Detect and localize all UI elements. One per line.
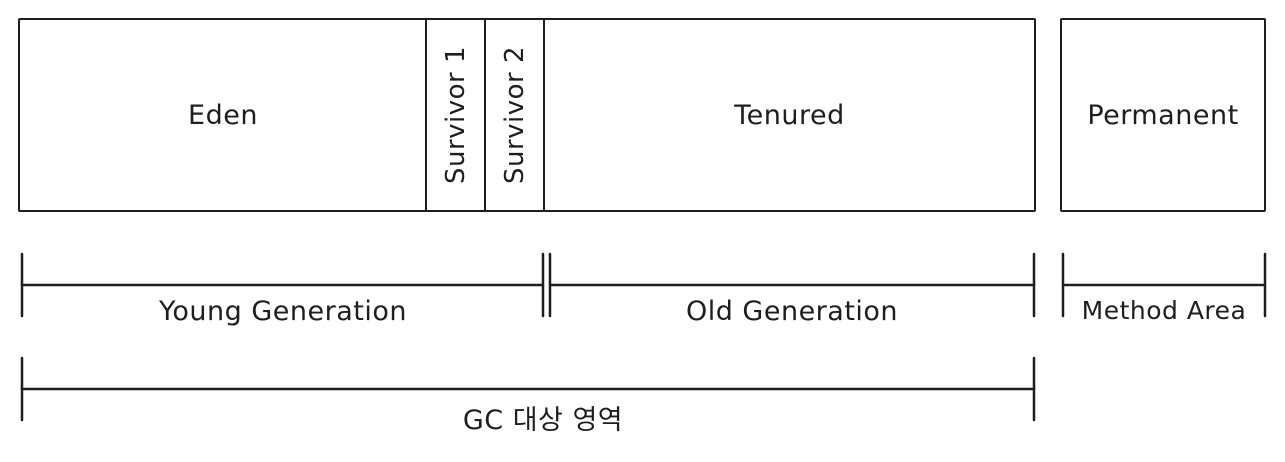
eden-box: Eden	[18, 18, 428, 212]
tenured-box: Tenured	[543, 18, 1036, 212]
method-area-label: Method Area	[1081, 296, 1247, 325]
survivor2-box: Survivor 2	[484, 18, 546, 212]
gc-target-bracket	[20, 356, 1036, 422]
young-generation-bracket	[20, 252, 545, 318]
permanent-box: Permanent	[1060, 18, 1266, 212]
old-generation-bracket	[548, 252, 1036, 318]
old-generation-label: Old Generation	[685, 296, 899, 327]
eden-label: Eden	[188, 99, 258, 131]
survivor1-box: Survivor 1	[425, 18, 487, 212]
tenured-label: Tenured	[734, 99, 845, 131]
method-area-bracket	[1061, 252, 1267, 318]
gc-target-label: GC 대상 영역	[462, 405, 624, 436]
young-generation-label: Young Generation	[159, 296, 407, 327]
permanent-label: Permanent	[1087, 99, 1239, 131]
